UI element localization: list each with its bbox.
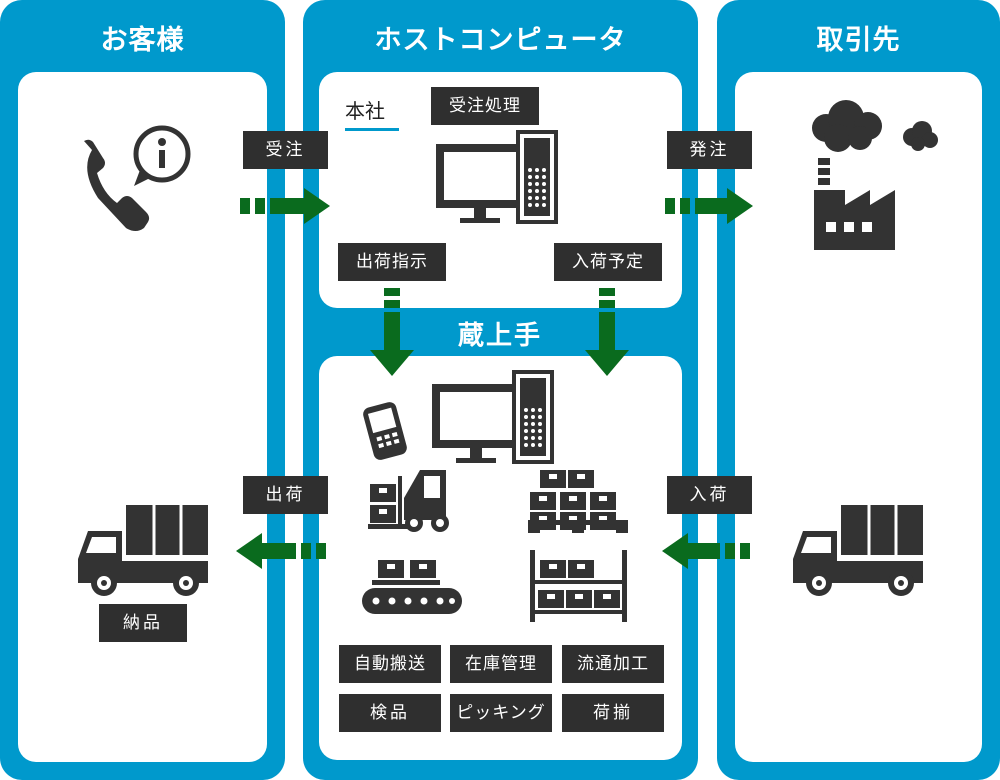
customer-truck-icon [76,503,210,598]
pallet-boxes-icon [528,470,628,533]
shelf-icon [530,550,627,622]
order-placed-tag: 発注 [667,131,752,169]
function-inventory-management: 在庫管理 [450,645,552,683]
customer-panel [18,72,267,762]
function-distribution-processing: 流通加工 [562,645,664,683]
host-column-title: ホストコンピュータ [374,25,627,56]
warehouse-label: 蔵上手 [457,321,542,351]
order-processing-tag: 受注処理 [431,87,539,125]
mobile-phone-icon [363,402,407,460]
customer-column-title: お客様 [100,25,185,56]
arrival-schedule-arrow [585,288,629,376]
order-placed-arrow [665,188,753,224]
office-label: 本社 [345,95,399,131]
order-received-arrow [240,188,330,224]
receiving-tag: 入荷 [667,476,752,514]
host-computer-icon [436,130,558,224]
function-picking: ピッキング [450,694,552,732]
supplier-truck-icon [791,503,925,598]
shipping-instruction-tag: 出荷指示 [338,243,446,281]
conveyor-icon [362,560,462,614]
receiving-arrow [662,533,750,569]
supplier-column-title: 取引先 [816,25,901,56]
shipping-tag: 出荷 [243,476,328,514]
shipping-arrow [236,533,326,569]
phone-info-icon [84,125,191,231]
supplier-panel [735,72,982,762]
function-inspection: 検品 [339,694,441,732]
function-assortment: 荷揃 [562,694,664,732]
arrival-schedule-tag: 入荷予定 [554,243,662,281]
order-received-tag: 受注 [243,131,328,169]
function-automated-transport: 自動搬送 [339,645,441,683]
factory-icon [812,100,938,250]
forklift-icon [368,470,449,532]
delivery-tag: 納品 [99,604,187,642]
warehouse-computer-icon [432,370,554,464]
shipping-instruction-arrow [370,288,414,376]
